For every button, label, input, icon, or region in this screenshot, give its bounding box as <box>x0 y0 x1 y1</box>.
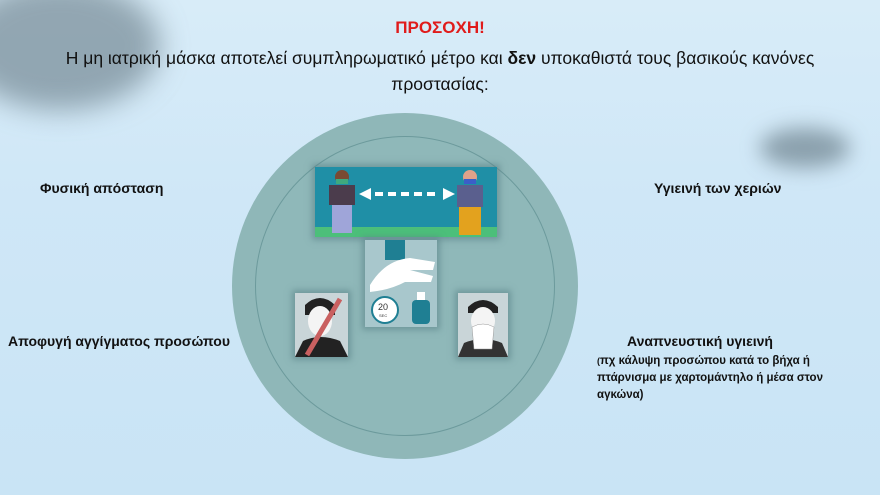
note-paren: ( <box>597 356 600 366</box>
label-face: Αποφυγή αγγίγματος προσώπου <box>8 333 230 349</box>
face-touch-icon <box>295 297 348 357</box>
timer-text: 20 <box>378 302 389 312</box>
timer-unit: SEC <box>379 313 388 318</box>
subtitle-bold: δεν <box>507 48 537 68</box>
subtitle-text-end: υποκαθιστά τους βασικούς κανόνες προστασ… <box>391 48 815 94</box>
hand-hygiene-illustration: 20 SEC <box>365 240 437 327</box>
label-hands: Υγιεινή των χεριών <box>654 180 782 196</box>
physical-distance-illustration <box>315 167 497 237</box>
note-text: πχ κάλυψη προσώπου κατά το βήχα ή πτάρνι… <box>597 355 823 401</box>
distance-icon <box>315 170 497 237</box>
avoid-touching-face-illustration <box>295 293 348 357</box>
decorative-blur <box>760 128 850 168</box>
warning-title: ΠΡΟΣΟΧΗ! <box>395 18 485 37</box>
label-distance: Φυσική απόσταση <box>40 180 164 196</box>
respiratory-note: (πχ κάλυψη προσώπου κατά το βήχα ή πτάρν… <box>597 353 827 404</box>
subtitle-text: Η μη ιατρική μάσκα αποτελεί συμπληρωματι… <box>65 48 508 68</box>
cough-icon <box>458 300 508 357</box>
label-respiratory: Αναπνευστική υγιεινή <box>627 333 773 349</box>
respiratory-hygiene-illustration <box>458 293 508 357</box>
hand-wash-icon <box>370 240 435 324</box>
subtitle: Η μη ιατρική μάσκα αποτελεί συμπληρωματι… <box>20 45 860 97</box>
